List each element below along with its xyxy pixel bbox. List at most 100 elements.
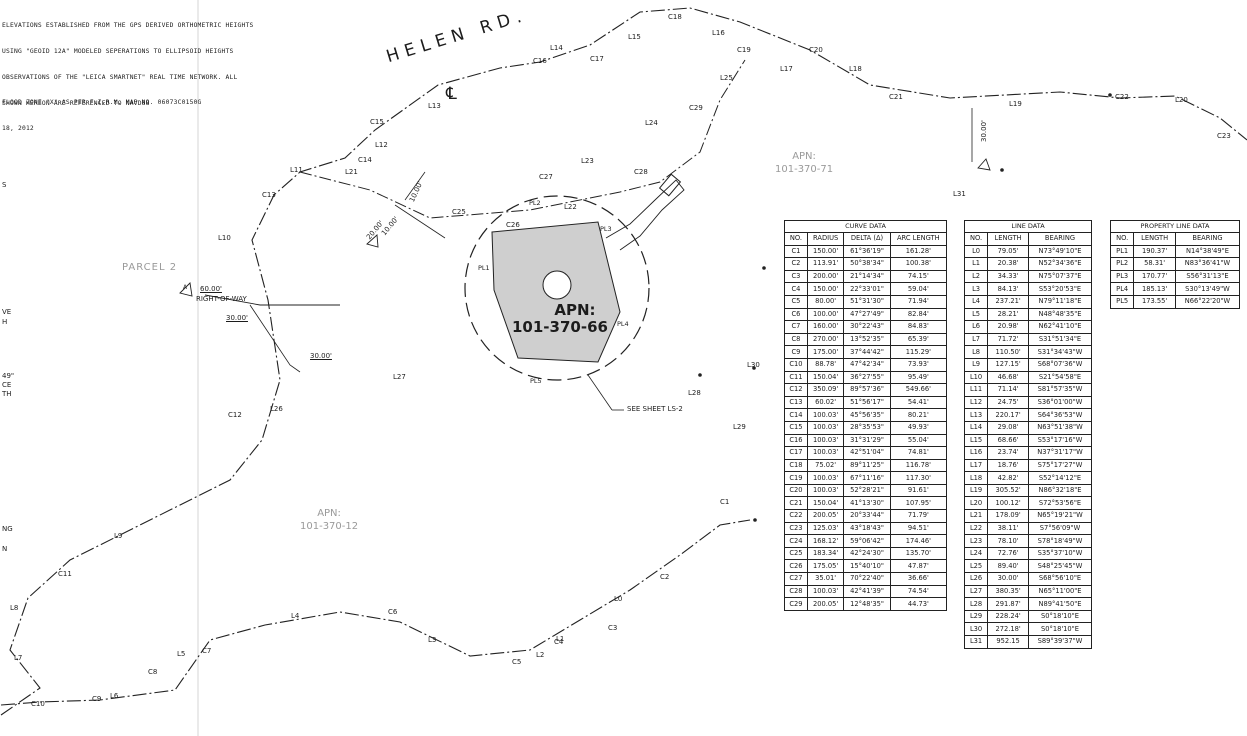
table-cell: 43°18'43" (843, 521, 891, 536)
table-cell: S89°39'37"W (1028, 635, 1092, 649)
curve-label-c2: C2 (660, 573, 670, 581)
parcel-2-label: PARCEL 2 (122, 262, 178, 273)
edge-fragment: TH (2, 390, 12, 398)
table-cell: 305.52' (987, 483, 1029, 498)
line-table-title: LINE DATA (964, 220, 1092, 232)
line-label-l12: L12 (375, 141, 388, 149)
table-cell: C5 (784, 294, 808, 309)
table-cell: C9 (784, 345, 808, 359)
line-label-l5: L5 (177, 650, 186, 658)
curve-label-c11: C11 (58, 570, 72, 578)
table-cell: S35°37'10"W (1028, 546, 1092, 561)
table-cell: L12 (963, 395, 989, 410)
table-cell: 127.15' (987, 357, 1029, 372)
table-cell: 113.91' (806, 257, 845, 271)
apn-main-number: 101-370-66 (512, 318, 608, 336)
table-cell: 89.40' (987, 559, 1029, 574)
edge-fragment: 49" (2, 372, 15, 380)
table-cell: C14 (784, 408, 808, 422)
table-cell: 38.11' (987, 521, 1029, 536)
table-cell: C22 (784, 509, 808, 523)
table-cell: 270.00' (806, 332, 845, 347)
line-label-l26: L26 (270, 405, 283, 413)
table-cell: S36°01'00"W (1028, 395, 1092, 410)
table-cell: PL2 (1109, 257, 1135, 271)
table-cell: N89°41'50"E (1028, 597, 1092, 611)
table-cell: L31 (963, 635, 989, 649)
line-label-l21: L21 (345, 168, 358, 176)
table-cell: C15 (784, 420, 808, 435)
table-cell: 100.00' (806, 307, 845, 322)
table-cell: 23.74' (987, 446, 1029, 460)
table-cell: C3 (784, 269, 808, 284)
row-label: RIGHT-OF-WAY (196, 295, 247, 303)
property-col-length: LENGTH (1133, 232, 1176, 246)
table-cell: C4 (784, 282, 808, 296)
table-cell: 78.10' (987, 534, 1029, 548)
property-line-label-pl1: PL1 (478, 264, 490, 272)
table-cell: 71.14' (987, 383, 1029, 397)
line-label-l2: L2 (536, 651, 545, 659)
survey-point (762, 266, 766, 270)
table-cell: 116.78' (889, 458, 948, 473)
line-label-l1: L1 (556, 635, 565, 643)
table-cell: S81°57'35"W (1028, 383, 1092, 397)
table-cell: 80.00' (806, 294, 845, 309)
line-label-l30: L30 (747, 361, 760, 369)
table-cell: L8 (963, 345, 989, 359)
table-cell: 21°14'34" (843, 269, 891, 284)
table-cell: 173.55' (1133, 294, 1176, 309)
table-cell: 42°41'39" (843, 584, 891, 599)
table-cell: 80.21' (889, 408, 948, 422)
curve-label-c23: C23 (1217, 132, 1231, 140)
see-sheet-leader (587, 374, 613, 411)
equipment-pad (658, 173, 682, 197)
apn-s-title: APN: (317, 508, 341, 519)
flood-zone-date: 18, 2012 (2, 124, 34, 132)
table-cell: C28 (784, 584, 808, 599)
curve-label-c14: C14 (358, 156, 372, 164)
elevation-note: ELEVATIONS ESTABLISHED FROM THE GPS DERI… (2, 5, 253, 117)
table-cell: S7°56'09"W (1028, 521, 1092, 536)
line-label-l3: L3 (428, 636, 437, 644)
table-cell: 100.03' (806, 408, 845, 422)
table-cell: 74.81' (889, 446, 948, 460)
table-cell: 28.21' (987, 307, 1029, 322)
curve-table-header-row: NO. RADIUS DELTA (Δ) ARC LENGTH (784, 232, 948, 246)
curve-label-c18: C18 (668, 13, 682, 21)
line-label-l17: L17 (780, 65, 793, 73)
curve-label-c4: C4 (554, 638, 564, 646)
table-cell: C13 (784, 395, 808, 410)
edge-fragment: H (2, 318, 8, 326)
table-cell: 71.79' (889, 509, 948, 523)
line-table-header-row: NO. LENGTH BEARING (963, 232, 1092, 246)
line-label-l16: L16 (712, 29, 725, 37)
survey-point (752, 366, 756, 370)
curve-label-c17: C17 (590, 55, 604, 63)
table-cell: 41°13'30" (843, 496, 891, 511)
curve-label-c1: C1 (720, 498, 730, 506)
table-cell: 100.03' (806, 471, 845, 485)
curve-label-c5: C5 (512, 658, 522, 666)
flood-zone-line: FLOOD ZONE "X" AS PER F.I.R.M. MAP NO. 0… (2, 99, 202, 107)
table-cell: 20.38' (987, 257, 1029, 271)
